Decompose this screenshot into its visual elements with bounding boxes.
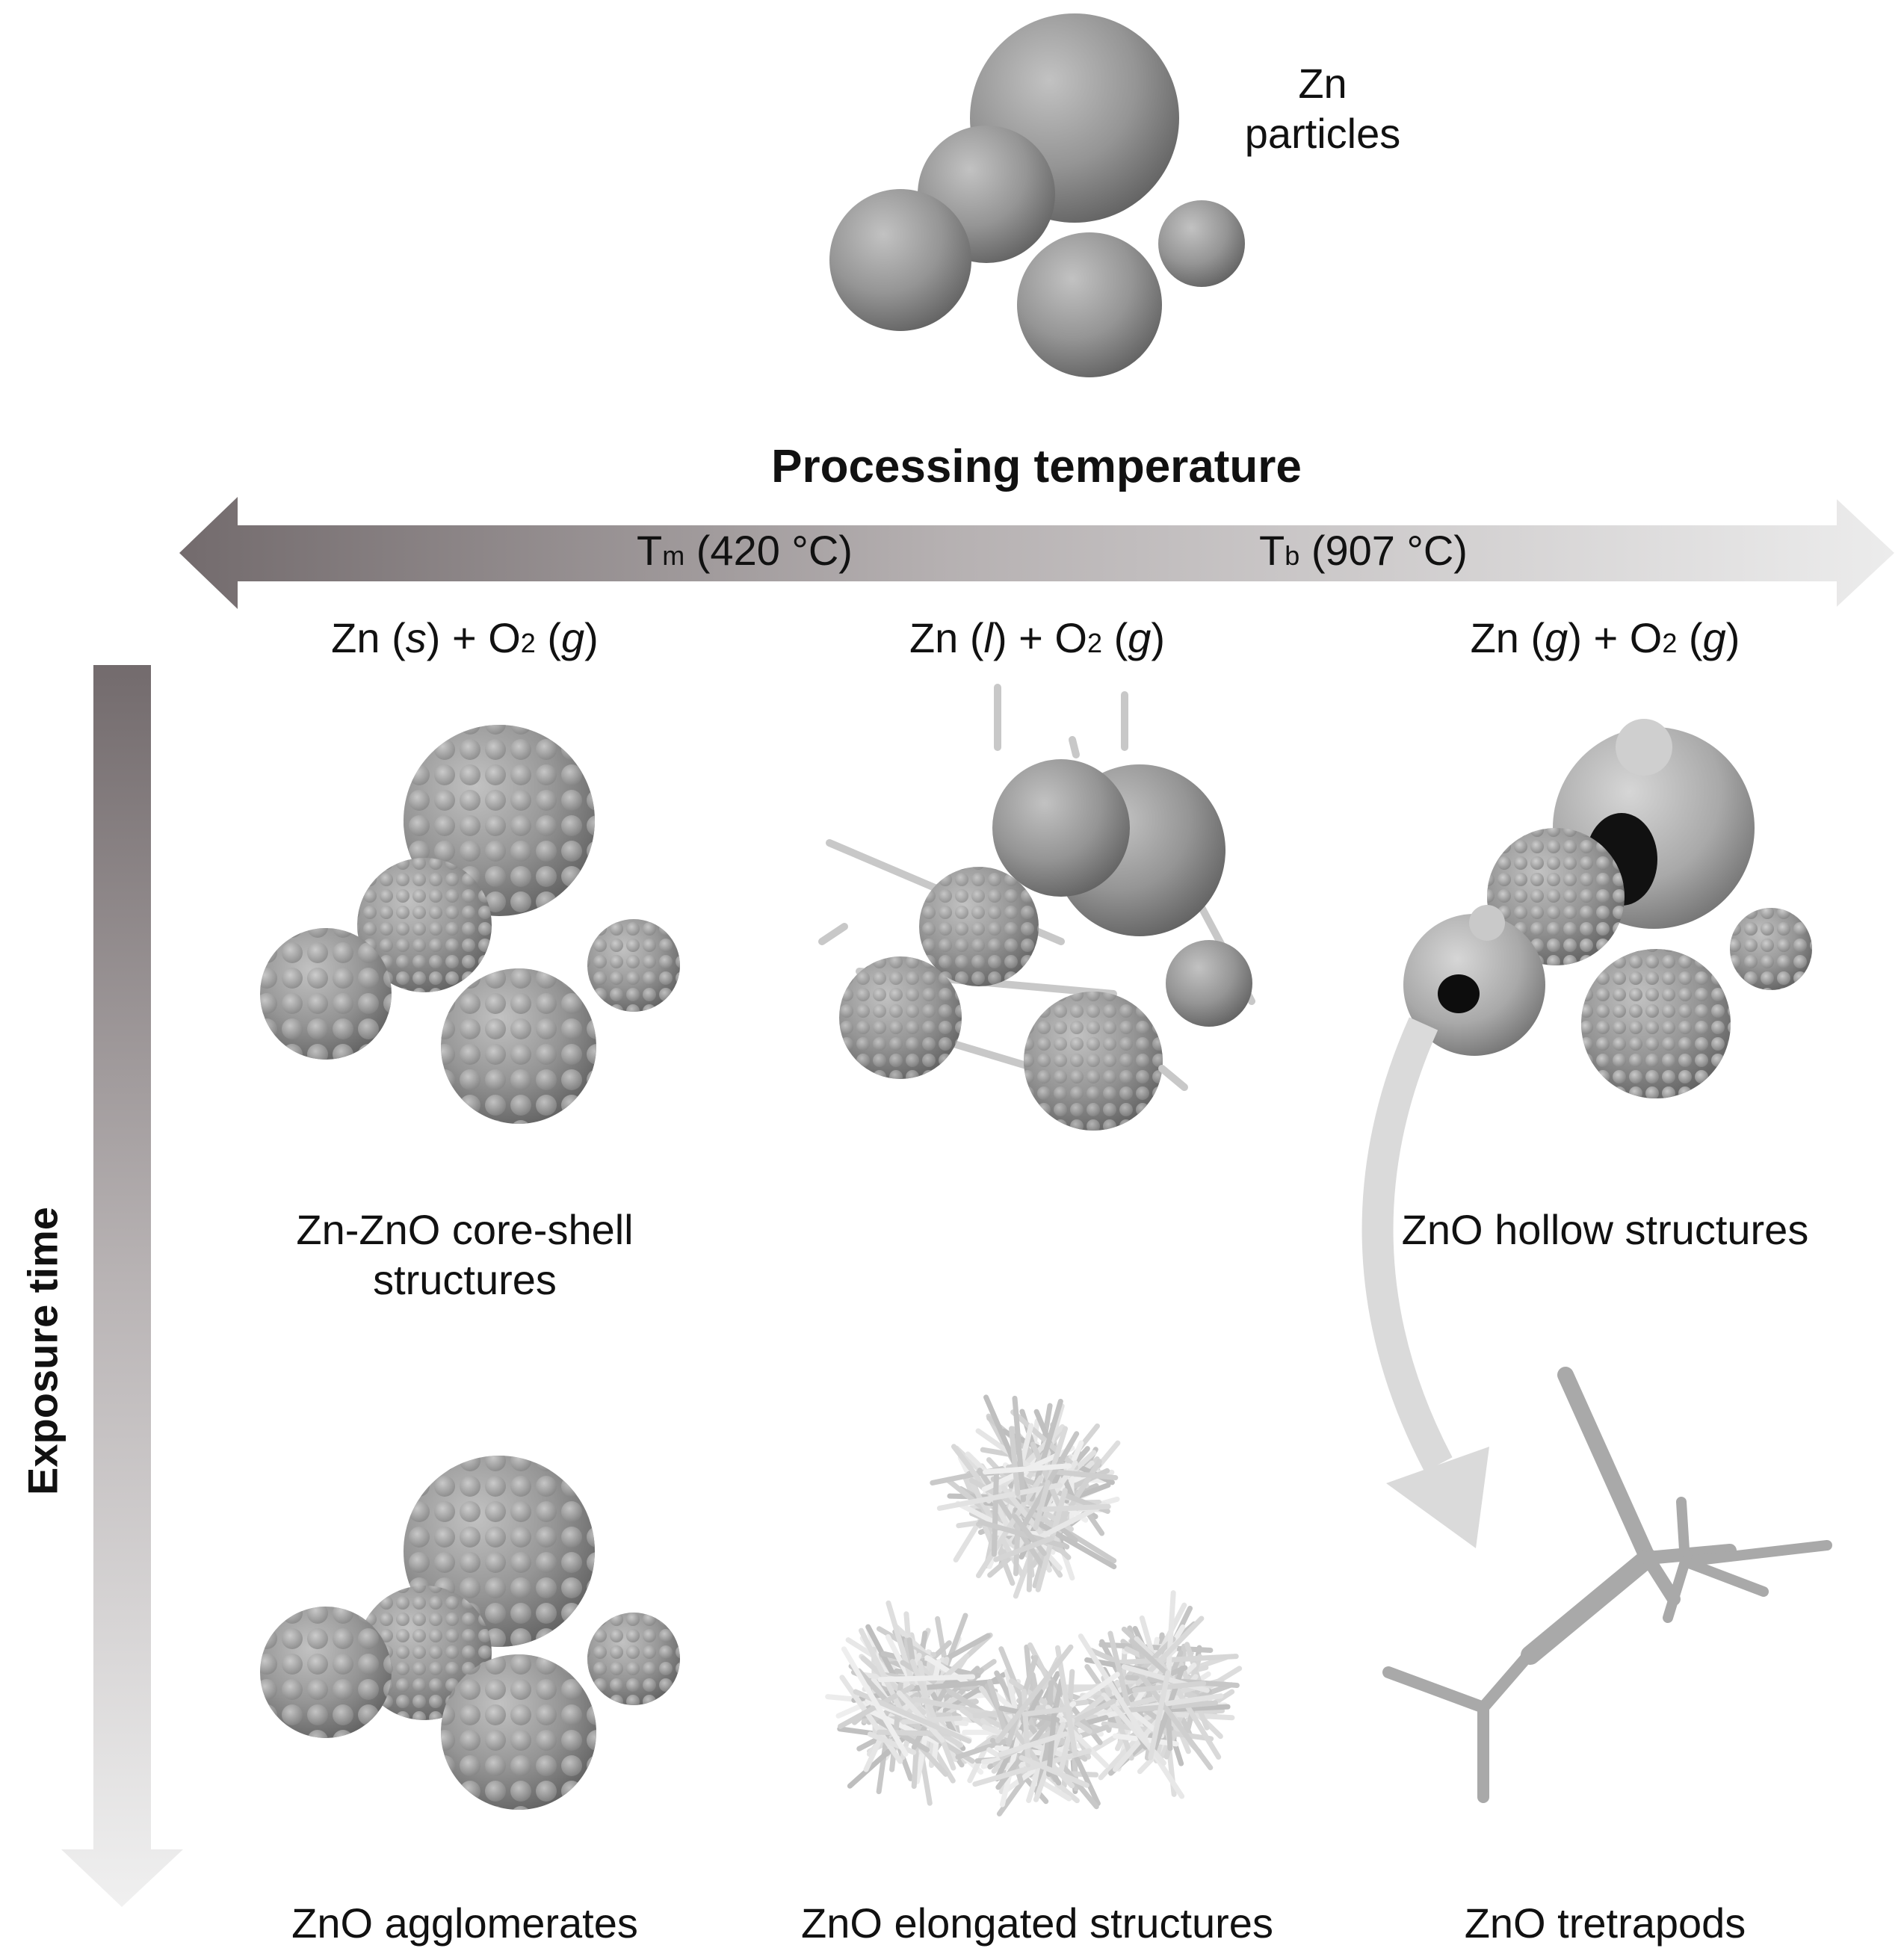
whisker-particles-illustration xyxy=(818,684,1255,1131)
core-shell-caption: Zn-ZnO core-shell structures xyxy=(296,1205,633,1305)
needle xyxy=(995,1644,1074,1744)
hollow-structures-illustration xyxy=(1403,719,1812,1098)
column-header-solid: Zn (s) + O2 (g) xyxy=(331,614,599,661)
needle xyxy=(972,1748,1092,1787)
tb-label: Tb (907 °C) xyxy=(1259,525,1468,575)
needle xyxy=(900,1715,963,1725)
needle xyxy=(975,1475,1043,1579)
agglomerates-illustration xyxy=(260,1456,680,1810)
needle xyxy=(1012,1395,1027,1503)
tb-value: (907 °C) xyxy=(1311,527,1468,574)
elongated-structures-illustration xyxy=(825,1394,1243,1817)
needle xyxy=(1098,1642,1214,1654)
elongated-caption: ZnO elongated structures xyxy=(801,1899,1273,1947)
column-header-liquid: Zn (l) + O2 (g) xyxy=(909,614,1166,661)
tm-symbol: T xyxy=(637,527,663,574)
needle xyxy=(998,1731,1069,1757)
needle xyxy=(1033,1480,1051,1530)
curved-transition-arrow xyxy=(1361,1017,1489,1548)
tetrapods-illustration xyxy=(1382,1367,1832,1803)
exposure-time-title: Exposure time xyxy=(19,1207,67,1495)
processing-temperature-title: Processing temperature xyxy=(771,441,1302,492)
tm-value: (420 °C) xyxy=(696,527,853,574)
temperature-arrow xyxy=(179,497,1894,609)
agglomerates-caption: ZnO agglomerates xyxy=(291,1899,638,1947)
needle xyxy=(1041,1503,1111,1512)
needle xyxy=(896,1690,945,1743)
tb-symbol: T xyxy=(1259,527,1285,574)
needle xyxy=(1032,1501,1107,1543)
needle xyxy=(936,1483,1063,1511)
needle xyxy=(1101,1675,1134,1761)
needle xyxy=(1054,1645,1078,1757)
needle xyxy=(1107,1630,1131,1707)
needle xyxy=(1167,1704,1231,1713)
needle xyxy=(1131,1681,1207,1693)
zn-particles-label: Zn particles xyxy=(1245,58,1401,158)
needle xyxy=(994,1745,1051,1757)
needle xyxy=(1116,1654,1239,1666)
needle xyxy=(1129,1638,1170,1678)
exposure-time-arrow xyxy=(61,665,183,1907)
needle xyxy=(1078,1633,1149,1744)
tm-subscript: m xyxy=(662,540,685,571)
needle xyxy=(1148,1670,1171,1760)
needle xyxy=(839,1675,903,1764)
needle xyxy=(1012,1514,1047,1556)
needle xyxy=(993,1536,1054,1562)
core-shell-illustration xyxy=(260,725,680,1124)
needle xyxy=(1008,1426,1021,1497)
needle xyxy=(1013,1518,1021,1577)
needle xyxy=(841,1646,909,1757)
needle xyxy=(982,1463,1072,1475)
column-header-gas: Zn (g) + O2 (g) xyxy=(1470,614,1740,661)
needle xyxy=(877,1674,976,1683)
needle xyxy=(1046,1706,1057,1777)
needle xyxy=(860,1655,927,1715)
hollow-caption: ZnO hollow structures xyxy=(1401,1206,1809,1253)
needle xyxy=(1021,1706,1073,1717)
needle xyxy=(858,1627,906,1719)
zn-particles-label-line2: particles xyxy=(1244,110,1401,158)
tm-label: Tm (420 °C) xyxy=(637,525,853,575)
core-shell-caption-line1: Zn-ZnO core-shell xyxy=(296,1206,634,1253)
needle xyxy=(1019,1755,1089,1788)
zn-particles-illustration xyxy=(829,13,1245,377)
needle xyxy=(1045,1704,1109,1769)
zn-particles-label-line1: Zn xyxy=(1298,60,1347,107)
needle xyxy=(867,1731,917,1755)
needle xyxy=(1165,1693,1224,1707)
core-shell-caption-line2: structures xyxy=(373,1256,557,1304)
needle xyxy=(1133,1665,1214,1771)
tb-subscript: b xyxy=(1285,540,1300,571)
needle xyxy=(991,1470,999,1557)
tetrapods-caption: ZnO tretrapods xyxy=(1464,1899,1746,1947)
